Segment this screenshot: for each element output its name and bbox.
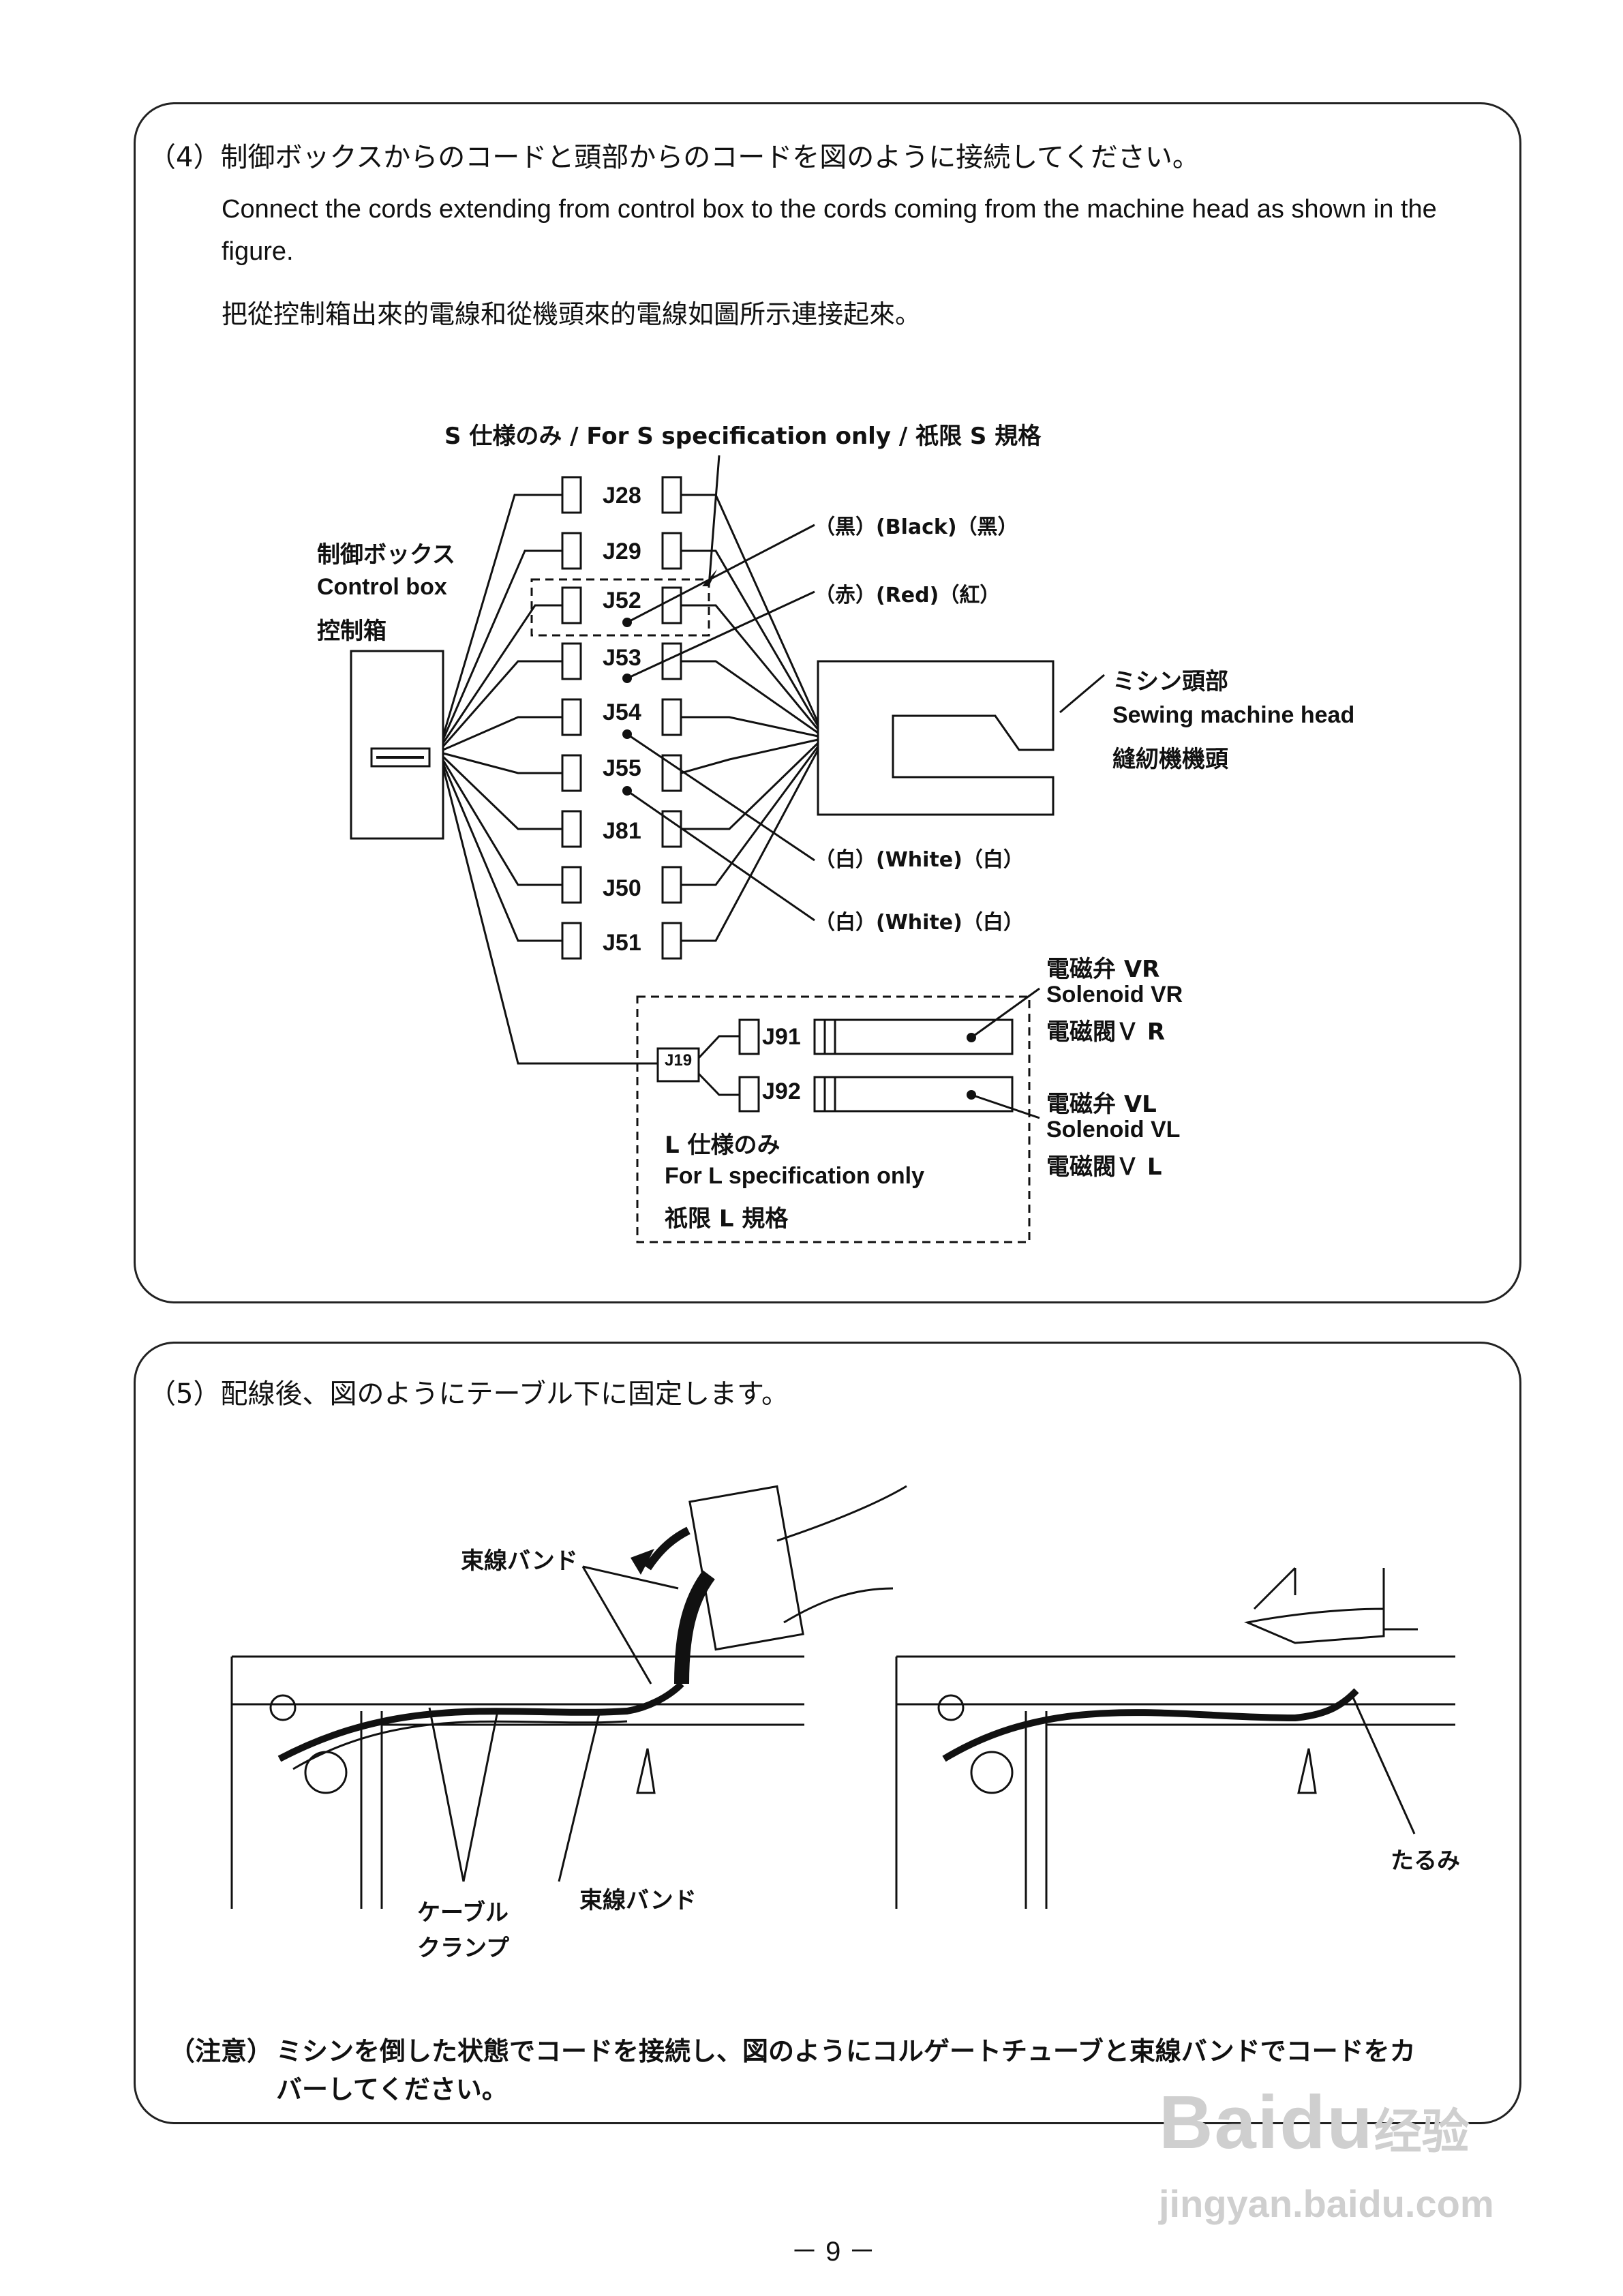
connector-label: J28 — [603, 483, 641, 509]
solenoid-vr-jp: 電磁弁 VR — [1046, 956, 1160, 983]
watermark-url: jingyan.baidu.com — [1159, 2182, 1494, 2225]
wire-color-white-1: （白）(White)（白） — [815, 848, 1024, 872]
connector-label: J50 — [603, 875, 641, 901]
wire-color-black: （黒）(Black)（黑） — [815, 515, 1018, 539]
note-line-1: ミシンを倒した状態でコードを接続し、図のようにコルゲートチューブと束線バンドでコ… — [276, 2036, 1416, 2066]
connector-label: J53 — [603, 645, 641, 671]
connector-label: J29 — [603, 539, 641, 564]
band-label-top: 束線バンド — [461, 1547, 578, 1575]
solenoid-vl-jp: 電磁弁 VL — [1046, 1091, 1157, 1118]
solenoid-vl-en: Solenoid VL — [1046, 1117, 1181, 1143]
solenoid-vr-shape — [813, 1018, 1014, 1055]
junction-label: J19 — [665, 1051, 693, 1070]
baidu-watermark: Baidu经验 jingyan.baidu.com — [1159, 2079, 1494, 2225]
s-spec-dashed-box — [530, 578, 710, 637]
note-label: （注意） — [169, 2036, 273, 2066]
control-box-wires — [442, 494, 658, 1065]
solenoid-vr-zh: 電磁閥Ｖ R — [1046, 1018, 1166, 1046]
control-box-slot — [370, 747, 431, 768]
connector-label: J52 — [603, 588, 641, 614]
slack-label: たるみ — [1391, 1847, 1460, 1875]
watermark-brand: Bai — [1159, 2081, 1280, 2164]
solenoid-connector-label: J92 — [762, 1078, 801, 1104]
band-label-bottom: 束線バンド — [579, 1887, 697, 1914]
watermark-brand-2: du — [1279, 2081, 1374, 2164]
control-box-label-jp: 制御ボックス — [317, 541, 455, 569]
machine-head-label-en: Sewing machine head — [1112, 702, 1355, 728]
solenoid-connector-label: J91 — [762, 1024, 801, 1050]
page-number: － 9 － — [791, 2237, 876, 2267]
solenoid-vr-en: Solenoid VR — [1046, 982, 1183, 1008]
l-spec-label-zh: 祇限 L 規格 — [665, 1205, 789, 1233]
control-box-label-en: Control box — [317, 574, 447, 600]
control-box-label-zh: 控制箱 — [317, 618, 386, 645]
wire-color-white-2: （白）(White)（白） — [815, 911, 1024, 935]
cable-clamp-label-2: クランプ — [417, 1935, 509, 1962]
connector-label: J54 — [603, 699, 641, 725]
machine-head-label-jp: ミシン頭部 — [1112, 668, 1228, 695]
section-4-heading-en: Connect the cords extending from control… — [222, 195, 1437, 266]
section-4-heading-zh: 把從控制箱出來的電線和從機頭來的電線如圖所示連接起來。 — [222, 299, 922, 329]
watermark-cn: 经验 — [1374, 2105, 1470, 2158]
note-line-2: バーしてください。 — [276, 2074, 508, 2104]
l-spec-label-jp: L 仕様のみ — [665, 1132, 780, 1159]
machine-head-shape — [817, 660, 1055, 816]
machine-head-label-zh: 縫紉機機頭 — [1112, 746, 1228, 773]
section-5-panel — [134, 1342, 1521, 2124]
connector-label: J51 — [603, 930, 641, 956]
s-spec-label: S 仕様のみ / For S specification only / 祇限 S… — [444, 423, 1042, 450]
section-4-panel — [134, 102, 1521, 1303]
cable-clamp-label-1: ケーブル — [417, 1899, 509, 1927]
connector-label: J55 — [603, 755, 641, 781]
l-spec-dashed-box — [636, 995, 1031, 1243]
solenoid-vl-shape — [813, 1076, 1014, 1113]
l-spec-label-en: For L specification only — [665, 1163, 924, 1189]
control-box-shape — [350, 650, 444, 840]
wire-color-red: （赤）(Red)（紅） — [815, 584, 1001, 607]
section-4-heading-jp: （4）制御ボックスからのコードと頭部からのコードを図のように接続してください。 — [149, 142, 1200, 173]
connector-label: J81 — [603, 818, 641, 844]
section-5-heading-jp: （5）配線後、図のようにテーブル下に固定します。 — [149, 1378, 789, 1410]
solenoid-vl-zh: 電磁閥Ｖ L — [1046, 1153, 1162, 1181]
junction-shape — [656, 1047, 700, 1083]
